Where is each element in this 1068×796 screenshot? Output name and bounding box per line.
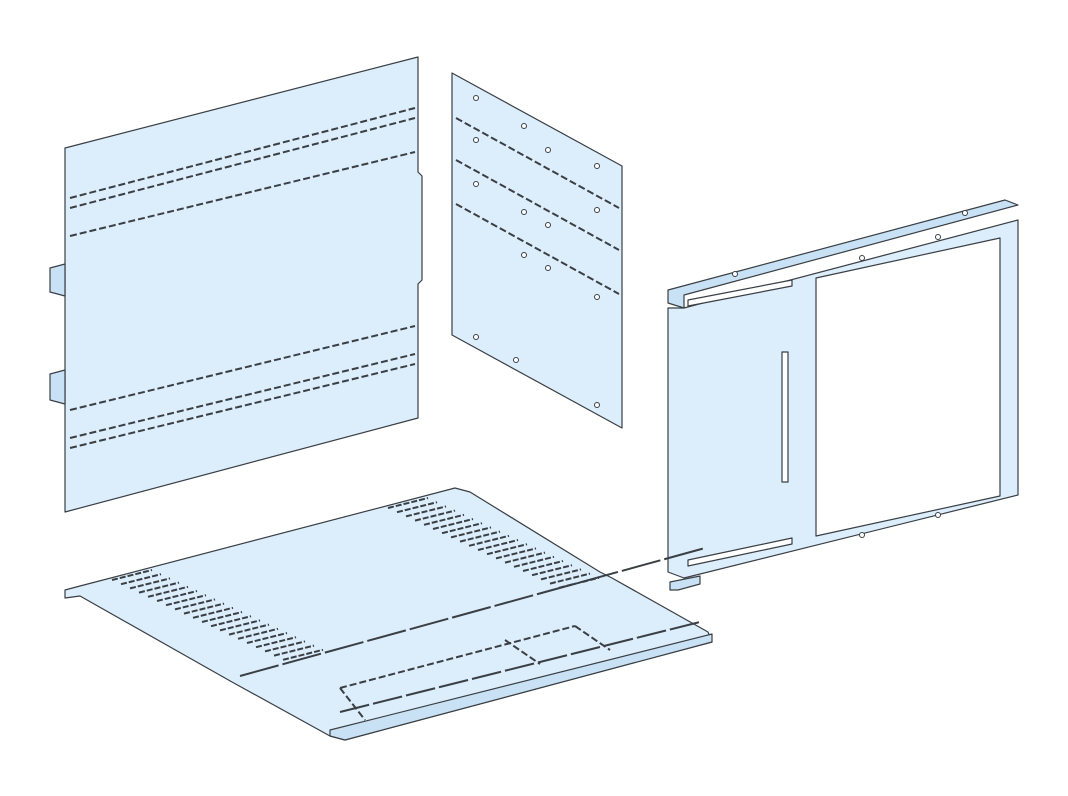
vent-slot-row (486, 543, 528, 556)
vent-slot-row (183, 602, 225, 615)
frame-bottom-flange (669, 575, 701, 591)
door-frame (667, 199, 1019, 591)
frame-holes (732, 210, 968, 538)
vent-slot-row (441, 522, 483, 535)
mounting-plate (451, 72, 623, 429)
vent-slot-row (174, 598, 216, 611)
floor-plate-divider-lines (239, 547, 706, 721)
vent-slot-row (273, 644, 315, 657)
vent-slot-row (219, 619, 261, 632)
vent-slot-row (111, 569, 153, 581)
vent-slot-row (495, 547, 537, 560)
vent-slot-row (477, 539, 519, 551)
vent-slot-row (423, 513, 465, 526)
vent-slot-row (192, 606, 234, 619)
vent-slot-row (432, 518, 474, 530)
mounting-plate-holes (473, 95, 600, 408)
rear-panel-slot-rows (69, 107, 416, 449)
vent-slot-row (414, 509, 456, 522)
rear-panel-tab-lower (49, 369, 66, 405)
vent-slot-row (531, 564, 573, 577)
vent-slot-row (246, 632, 288, 644)
vent-slot-row (558, 576, 600, 589)
rear-panel (49, 56, 423, 513)
vent-slot-row (504, 551, 546, 564)
vent-slot-row (540, 568, 582, 581)
frame-window (815, 237, 1001, 537)
vent-slot-row (468, 534, 510, 547)
frame-slot-top (687, 279, 793, 307)
frame-slot-bottom (687, 537, 793, 567)
vent-slot-row (129, 577, 171, 590)
floor-plate-vents-left (111, 569, 324, 661)
vent-slot-row (450, 526, 492, 539)
vent-slot-row (255, 636, 297, 649)
frame-top-flange (667, 199, 1019, 309)
vent-slot-row (237, 627, 279, 640)
vent-slot-row (387, 497, 429, 509)
floor-plate-front-lip (329, 633, 713, 741)
vent-slot-row (228, 623, 270, 636)
floor-plate-vents-right (387, 497, 600, 589)
vent-slot-row (210, 615, 252, 628)
vent-slot-row (156, 590, 198, 602)
vent-slot-row (264, 640, 306, 653)
vent-slot-row (147, 585, 189, 598)
vent-slot-row (549, 572, 591, 585)
vent-slot-row (138, 581, 180, 594)
vent-slot-row (513, 555, 555, 568)
vent-slot-row (282, 648, 324, 661)
mounting-plate-slot-rows (455, 117, 620, 295)
floor-plate (64, 487, 713, 741)
frame-vertical-slot (781, 351, 789, 483)
vent-slot-row (405, 505, 447, 518)
vent-slot-row (120, 573, 162, 586)
vent-slot-row (522, 560, 564, 572)
vent-slot-row (459, 530, 501, 543)
vent-slot-row (201, 611, 243, 623)
rear-panel-tab-upper (49, 263, 66, 297)
vent-slot-row (396, 501, 438, 514)
vent-slot-row (165, 594, 207, 607)
